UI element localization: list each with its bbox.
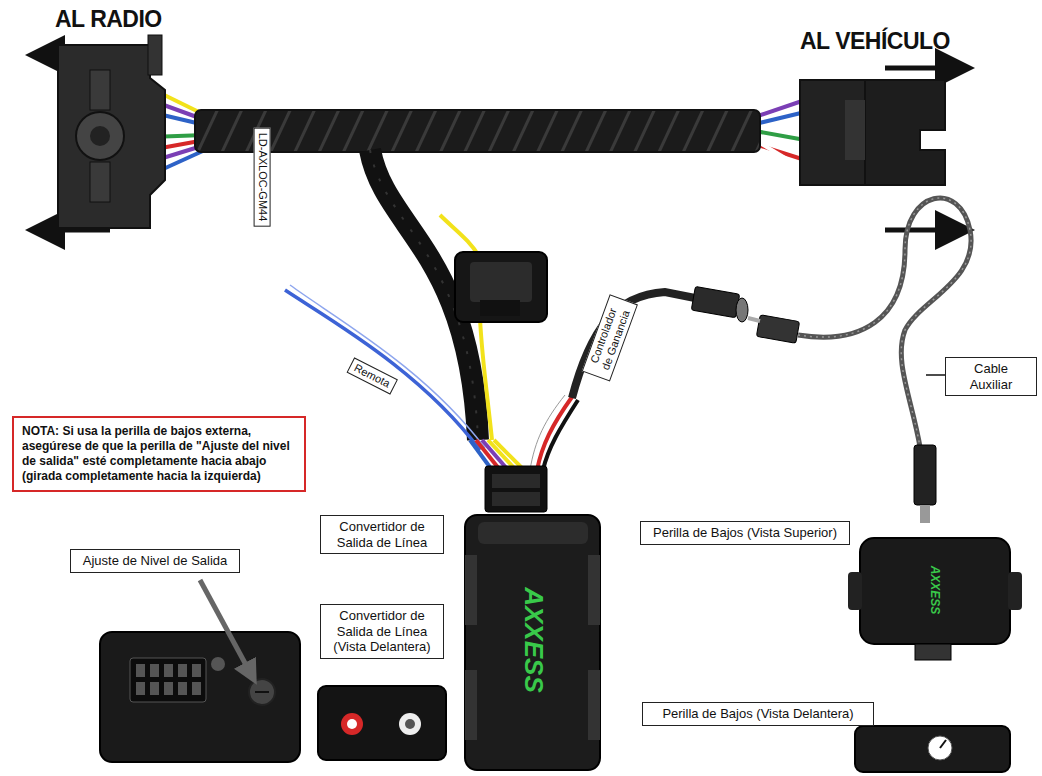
node-text: Ajuste de Nivel de Salida	[77, 553, 233, 569]
leader-arrow	[200, 580, 252, 676]
callout-box: Cable Auxiliar	[945, 357, 1037, 396]
callout-box: Perilla de Bajos (Vista Delantera)	[642, 702, 874, 726]
direction-label: AL VEHÍCULO	[800, 28, 950, 55]
rca-female	[691, 286, 748, 322]
aux-cable	[798, 198, 971, 500]
brand-logo: AXXESS	[518, 587, 549, 693]
harness-sleeve	[195, 110, 760, 152]
socket-hole	[192, 664, 201, 677]
callout-box: Perilla de Bajos (Vista Superior)	[640, 521, 850, 545]
level-adjust-device-holes	[136, 664, 201, 695]
fuse-holder	[455, 252, 547, 322]
socket-hole	[136, 664, 145, 677]
vehicle-connector	[800, 80, 945, 185]
node-text: Convertidor de Salida de Línea (Vista De…	[327, 608, 437, 655]
socket-hole	[178, 682, 187, 695]
aux-plug	[914, 445, 936, 523]
node-text: Perilla de Bajos (Vista Superior)	[647, 525, 843, 541]
ten-pin-plug	[485, 466, 547, 512]
socket-hole	[164, 682, 173, 695]
callout-box: Convertidor de Salida de Línea (Vista De…	[320, 604, 444, 659]
gain-cable	[572, 292, 695, 398]
direction-arrow	[40, 55, 960, 230]
remote-wire	[285, 290, 480, 450]
leader-line	[926, 374, 945, 376]
line-output-converter	[465, 515, 600, 770]
radio-connector	[58, 35, 165, 228]
node-text: Remota	[352, 361, 392, 390]
level-adjust-device	[100, 632, 300, 762]
converter-front	[318, 686, 446, 760]
node-text: Convertidor de Salida de Línea	[327, 519, 437, 550]
vehicle-wires	[755, 100, 805, 170]
socket-hole	[136, 682, 145, 695]
socket-hole	[164, 664, 173, 677]
socket-hole	[150, 682, 159, 695]
bass-knob-front	[855, 726, 1010, 772]
node-text: NOTA: Si usa la perilla de bajos externa…	[22, 424, 296, 484]
harness-tag: LD-AXLOC-GM44	[253, 128, 270, 227]
plug-wires	[470, 395, 578, 470]
rca-male	[748, 315, 800, 344]
socket-hole	[192, 682, 201, 695]
node-text: Controlador de Ganancia	[585, 300, 634, 377]
callout-box: Convertidor de Salida de Línea	[320, 515, 444, 554]
brand-logo: AXXESS	[928, 566, 942, 615]
socket-hole	[178, 664, 187, 677]
node-text: LD-AXLOC-GM44	[255, 133, 268, 222]
node-text: Perilla de Bajos (Vista Delantera)	[649, 706, 867, 722]
node-text: Cable Auxiliar	[952, 361, 1030, 392]
bass-knob-top	[848, 538, 1022, 660]
callout-box: Ajuste de Nivel de Salida	[70, 549, 240, 573]
note-box: NOTA: Si usa la perilla de bajos externa…	[12, 416, 306, 492]
direction-label: AL RADIO	[55, 6, 162, 33]
socket-hole	[150, 664, 159, 677]
